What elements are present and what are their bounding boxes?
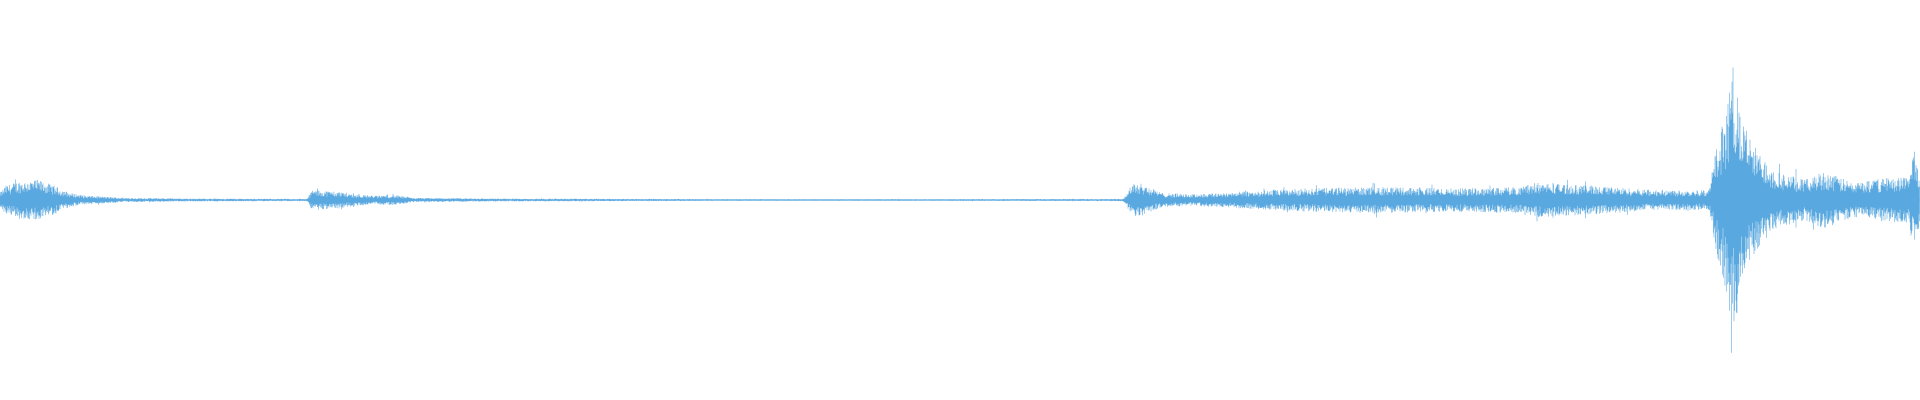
waveform-trace [0, 67, 1920, 353]
